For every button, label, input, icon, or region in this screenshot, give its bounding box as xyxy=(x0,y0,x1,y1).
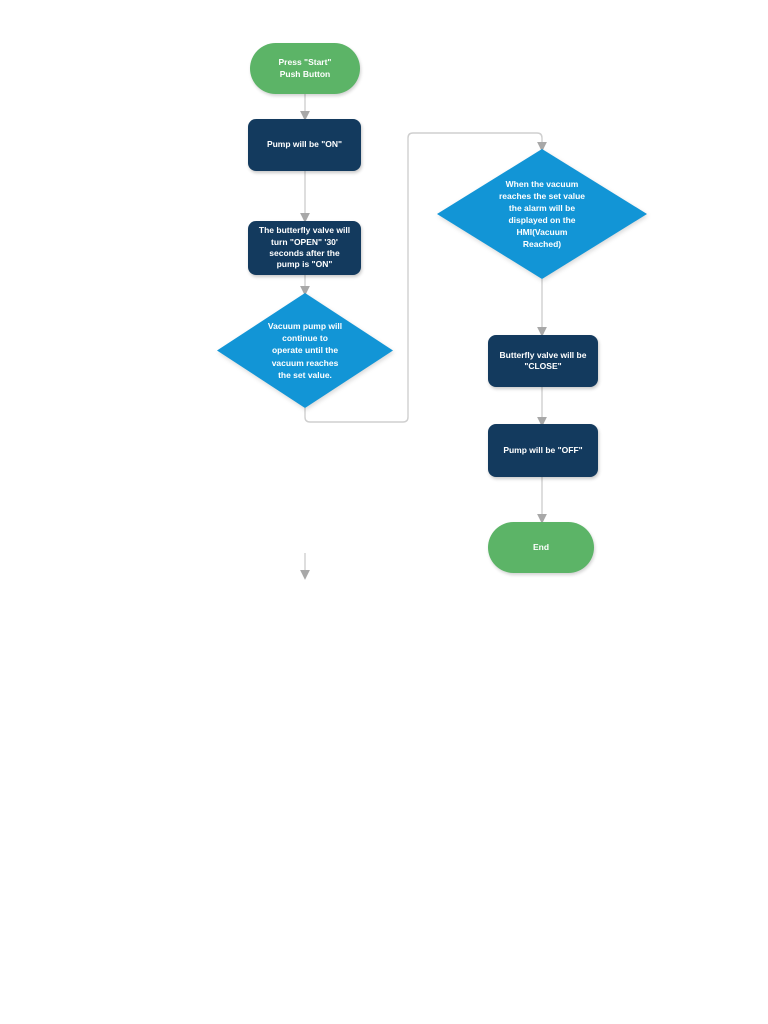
node-vacuum-check-decision: Vacuum pump will continue to operate unt… xyxy=(217,293,393,408)
node-valve-close-label: Butterfly valve will be "CLOSE" xyxy=(499,349,587,371)
node-end-terminator: End xyxy=(488,522,594,573)
node-start-terminator: Press "Start" Push Button xyxy=(250,43,360,94)
node-vacuum-check-label: Vacuum pump will continue to operate unt… xyxy=(267,321,343,380)
node-valve-open-process: The butterfly valve will turn "OPEN" '30… xyxy=(248,221,361,275)
alarm-display-diamond: When the vacuum reaches the set value th… xyxy=(437,149,647,279)
node-pump-on-process: Pump will be "ON" xyxy=(248,119,361,171)
node-valve-open-label: The butterfly valve will turn "OPEN" '30… xyxy=(258,225,351,270)
node-pump-off-process: Pump will be "OFF" xyxy=(488,424,598,477)
node-pump-on-label: Pump will be "ON" xyxy=(266,139,343,150)
node-start-label: Press "Start" Push Button xyxy=(278,57,332,79)
vacuum-check-diamond: Vacuum pump will continue to operate unt… xyxy=(217,293,393,408)
node-valve-close-process: Butterfly valve will be "CLOSE" xyxy=(488,335,598,387)
node-pump-off-label: Pump will be "OFF" xyxy=(503,444,583,455)
node-alarm-display-decision: When the vacuum reaches the set value th… xyxy=(437,149,647,279)
node-alarm-display-label: When the vacuum reaches the set value th… xyxy=(499,178,585,250)
node-end-label: End xyxy=(532,541,550,552)
